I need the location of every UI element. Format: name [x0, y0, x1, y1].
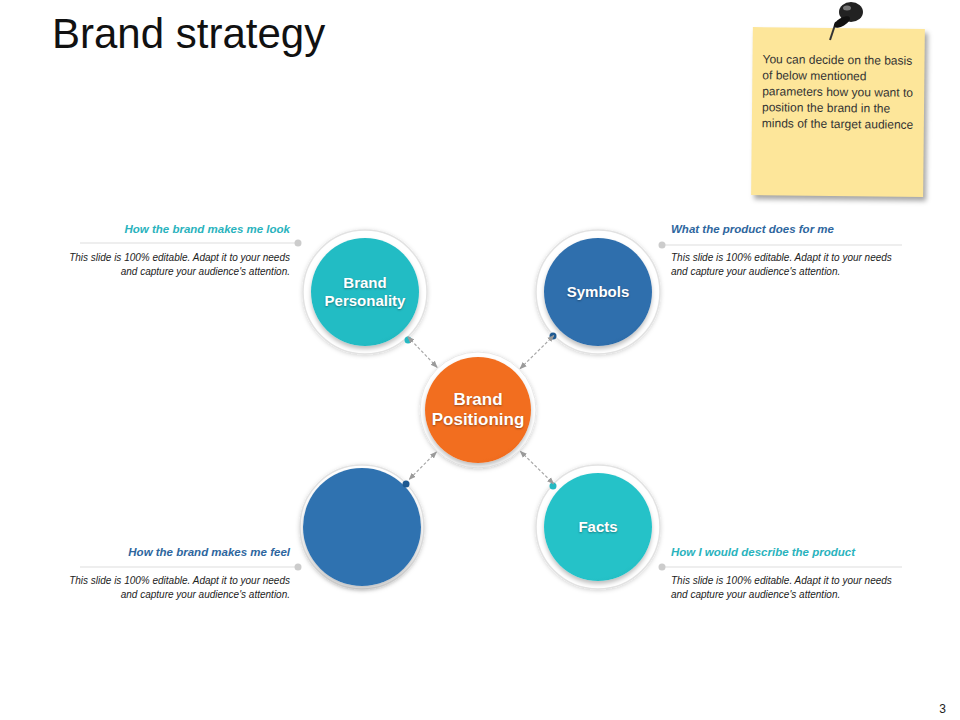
- leader-line: [80, 567, 298, 568]
- leader-dot: [659, 242, 666, 249]
- leader-line: [662, 567, 902, 568]
- topic-heading: How I would describe the product: [671, 546, 896, 558]
- topic-circle: How the brand makes me feelThis slide is…: [303, 468, 421, 586]
- dashed-connector: [409, 452, 436, 480]
- note-text: You can decide on the basis of below men…: [762, 51, 917, 133]
- ring: [536, 465, 660, 589]
- leader-line: [662, 245, 902, 246]
- page-number: 3: [939, 702, 946, 716]
- topic-circle: SymbolsWhat the product does for meThis …: [544, 238, 652, 346]
- ring: [303, 230, 427, 354]
- dashed-connector: [520, 335, 554, 368]
- sticky-note: You can decide on the basis of below men…: [751, 27, 925, 197]
- dashed-connector: [520, 451, 553, 484]
- circle-label: Brand Positioning: [430, 390, 526, 431]
- push-pin: [830, 2, 863, 40]
- joint-dot: [405, 337, 412, 344]
- topic-circle: Brand PersonalityHow the brand makes me …: [311, 238, 419, 346]
- ring: [536, 230, 660, 354]
- leader-dot: [295, 564, 302, 571]
- topic-heading: How the brand makes me look: [68, 223, 290, 235]
- joint-dot: [550, 483, 557, 490]
- ring: [300, 465, 424, 589]
- circle-label: Facts: [550, 518, 646, 536]
- dashed-connector: [408, 337, 437, 368]
- circle-label: Brand Personality: [317, 274, 413, 310]
- topic-heading: What the product does for me: [671, 223, 896, 235]
- joint-dot: [550, 333, 557, 340]
- topic-heading: How the brand makes me feel: [68, 546, 290, 558]
- leader-line: [80, 243, 298, 244]
- connector-dots: [403, 333, 557, 490]
- leader-dot: [295, 240, 302, 247]
- topic-description: This slide is 100% editable. Adapt it to…: [671, 574, 896, 602]
- ring: [420, 352, 536, 468]
- circle-label: Symbols: [550, 283, 646, 301]
- joint-dot: [403, 481, 410, 488]
- topic-description: This slide is 100% editable. Adapt it to…: [68, 251, 290, 279]
- leader-lines: [80, 240, 902, 571]
- topic-circle: FactsHow I would describe the productThi…: [544, 473, 652, 581]
- topic-description: This slide is 100% editable. Adapt it to…: [68, 574, 290, 602]
- topic-description: This slide is 100% editable. Adapt it to…: [671, 251, 896, 279]
- leader-dot: [659, 564, 666, 571]
- outer-rings: [300, 230, 660, 589]
- slide-title: Brand strategy: [52, 10, 325, 58]
- topic-circle: Brand Positioning: [425, 357, 531, 463]
